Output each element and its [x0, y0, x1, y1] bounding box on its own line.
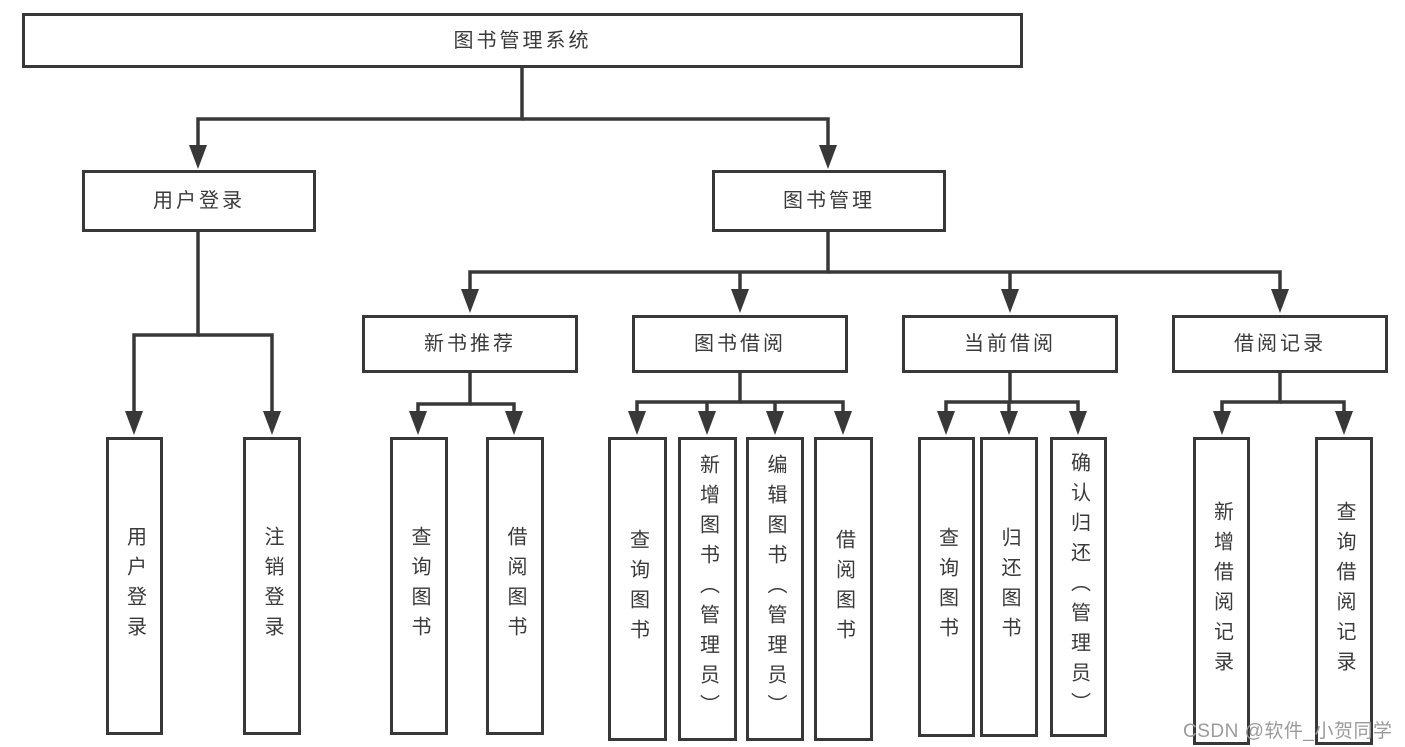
leaf-user-login: 用户登录: [106, 437, 163, 735]
node-label: 借阅记录: [1234, 333, 1326, 355]
node-label: 查询图书: [626, 529, 649, 649]
leaf-confirm-return-admin: 确认归还（管理员）: [1050, 437, 1107, 737]
node-label: 注销登录: [261, 526, 283, 646]
node-label: 查询图书: [935, 527, 958, 647]
connector-new-book-recommend: [409, 373, 523, 435]
node-label: 归还图书: [998, 527, 1020, 647]
node-user-login: 用户登录: [82, 170, 316, 232]
node-label: 编辑图书（管理员）: [764, 454, 786, 724]
node-book-management: 图书管理: [712, 170, 946, 232]
node-new-book-recommend: 新书推荐: [362, 315, 578, 373]
node-book-borrowing: 图书借阅: [632, 315, 848, 373]
connector-borrow-records: [1213, 373, 1353, 435]
leaf-return-books: 归还图书: [980, 437, 1038, 737]
node-label: 当前借阅: [964, 333, 1056, 355]
node-current-borrowing: 当前借阅: [902, 315, 1118, 373]
connector-book-borrowing: [628, 373, 852, 435]
node-label: 图书管理: [783, 190, 875, 212]
leaf-borrow-books: 借阅图书: [814, 437, 873, 741]
leaf-edit-book-admin: 编辑图书（管理员）: [746, 437, 804, 741]
leaf-query-borrow-record: 查询借阅记录: [1315, 437, 1373, 745]
connector-root: [189, 68, 837, 169]
node-label: 借阅图书: [504, 526, 526, 646]
connector-book-management: [461, 232, 1289, 313]
node-label: 新增图书（管理员）: [696, 454, 719, 724]
node-label: 图书管理系统: [453, 29, 592, 52]
watermark: CSDN @软件_小贺同学: [1183, 721, 1393, 742]
node-label: 查询借阅记录: [1333, 501, 1355, 681]
node-label: 图书借阅: [694, 333, 786, 355]
connector-current-borrowing: [937, 373, 1087, 435]
node-label: 确认归还（管理员）: [1067, 452, 1090, 722]
node-label: 查询图书: [408, 526, 430, 646]
node-root: 图书管理系统: [22, 13, 1023, 68]
node-label: 新增借阅记录: [1210, 501, 1233, 681]
connector-user-login: [125, 232, 281, 435]
node-label: 用户登录: [153, 190, 245, 212]
leaf-logout: 注销登录: [243, 437, 301, 735]
node-label: 新书推荐: [424, 333, 516, 355]
node-label: 借阅图书: [832, 529, 855, 649]
leaf-borrow-books-recommend: 借阅图书: [486, 437, 544, 735]
leaf-query-books-borrowing: 查询图书: [608, 437, 667, 741]
node-label: 用户登录: [123, 526, 146, 646]
leaf-query-books-current: 查询图书: [918, 437, 975, 737]
leaf-add-book-admin: 新增图书（管理员）: [678, 437, 737, 741]
node-borrow-records: 借阅记录: [1172, 315, 1388, 373]
leaf-query-books-recommend: 查询图书: [390, 437, 448, 735]
leaf-add-borrow-record: 新增借阅记录: [1193, 437, 1250, 745]
